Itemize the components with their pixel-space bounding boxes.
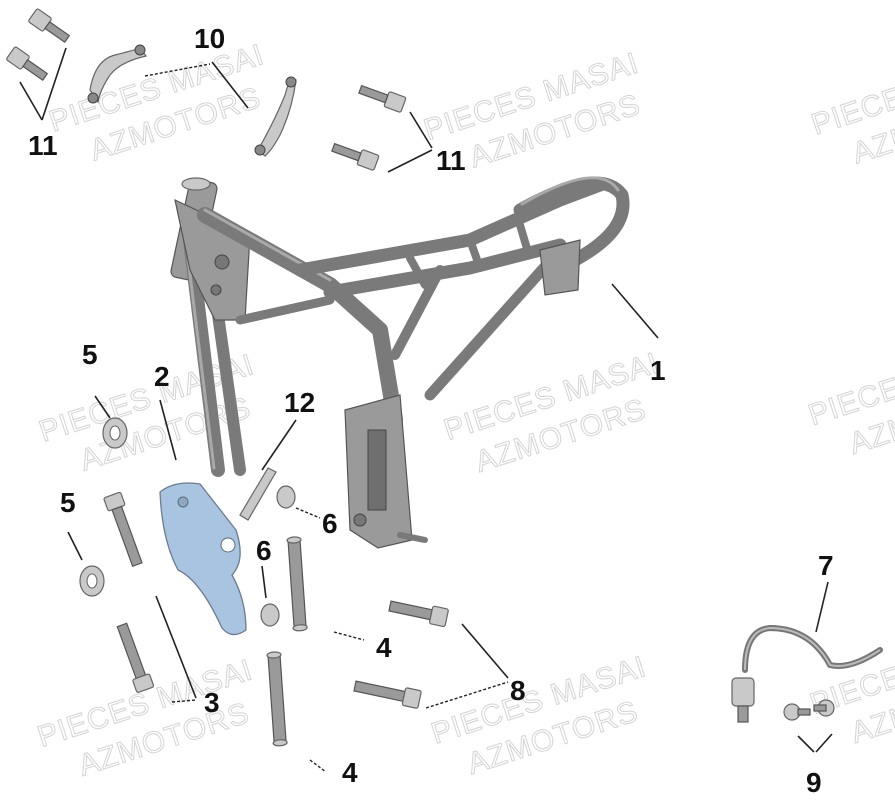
cable-part [731, 624, 883, 723]
callout-4-bottom: 4 [342, 757, 358, 788]
callout-3: 3 [204, 687, 220, 718]
axle-parts-4 [266, 536, 308, 747]
clip-part [239, 467, 277, 521]
callout-12: 12 [284, 387, 315, 418]
callout-labels: 10 11 11 1 5 2 12 5 6 6 4 3 8 4 7 9 [28, 23, 834, 798]
callout-5-top: 5 [82, 339, 98, 370]
callout-7: 7 [818, 550, 834, 581]
callout-11-right: 11 [436, 145, 466, 176]
bolt-parts-9 [783, 699, 835, 721]
nut-parts [79, 417, 296, 627]
long-bolt-parts-3 [103, 491, 155, 693]
watermark-line1: PIECES MASAI [808, 41, 895, 142]
callout-4-top: 4 [376, 632, 392, 663]
callout-6-left: 6 [256, 535, 272, 566]
callout-10: 10 [194, 23, 225, 54]
callout-8: 8 [510, 675, 526, 706]
callout-9: 9 [806, 767, 822, 798]
callout-11-left: 11 [28, 130, 58, 161]
bolt-parts-11 [6, 8, 407, 171]
engine-bracket-part [159, 482, 247, 636]
callout-1: 1 [650, 355, 666, 386]
bolt-parts-8 [353, 600, 449, 709]
callout-5-bottom: 5 [60, 487, 76, 518]
clamp-parts [87, 44, 297, 157]
callout-2: 2 [154, 361, 170, 392]
frame-part [170, 176, 630, 549]
leader-lines [19, 47, 833, 773]
callout-6-right: 6 [322, 508, 338, 539]
